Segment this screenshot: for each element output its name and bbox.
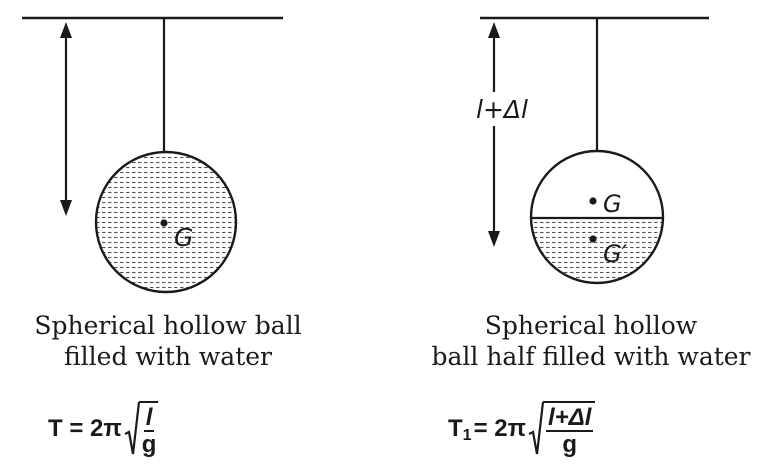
right-formula-numerator: l+Δl (545, 404, 594, 432)
left-caption: Spherical hollow ball filled with water (18, 310, 318, 372)
left-formula-lhs: T = 2π (48, 415, 122, 442)
right-length-label: l+Δl (476, 95, 528, 124)
right-formula-lhs-sub: 1 (462, 427, 472, 444)
left-center-label: G (174, 223, 193, 252)
right-formula: T 1 = 2π l+Δl g (448, 400, 596, 458)
right-caption: Spherical hollow ball half filled with w… (418, 310, 764, 372)
right-formula-lhs-main: T (448, 415, 463, 442)
left-formula-fraction: l g (142, 406, 157, 458)
right-ball (529, 149, 665, 285)
right-caption-line2: ball half filled with water (431, 342, 751, 371)
right-center-g (589, 197, 597, 205)
sqrt-sign-icon (124, 401, 140, 455)
left-formula-numerator: l (143, 404, 155, 432)
right-length-arrow (488, 22, 500, 247)
left-caption-line1: Spherical hollow ball (34, 311, 302, 340)
right-center-g-prime (589, 235, 597, 243)
right-label-g-prime: G′ (603, 240, 628, 268)
right-formula-denominator: g (562, 431, 578, 458)
right-caption-line1: Spherical hollow (484, 311, 698, 340)
right-formula-radical: l+Δl g (528, 400, 596, 458)
right-formula-fraction: l+Δl g (545, 404, 594, 458)
left-caption-line2: filled with water (64, 342, 272, 371)
right-label-g: G (603, 190, 622, 218)
left-length-arrow (60, 22, 72, 216)
left-formula-radical: l g (124, 400, 159, 458)
left-formula-denominator: g (141, 431, 157, 458)
left-center-of-gravity (160, 219, 168, 227)
right-formula-lhs-rest: = 2π (473, 415, 526, 442)
sqrt-sign-icon (528, 401, 544, 455)
left-formula: T = 2π l g (48, 400, 159, 458)
right-water (531, 218, 663, 283)
right-length-label-bg (474, 92, 536, 126)
